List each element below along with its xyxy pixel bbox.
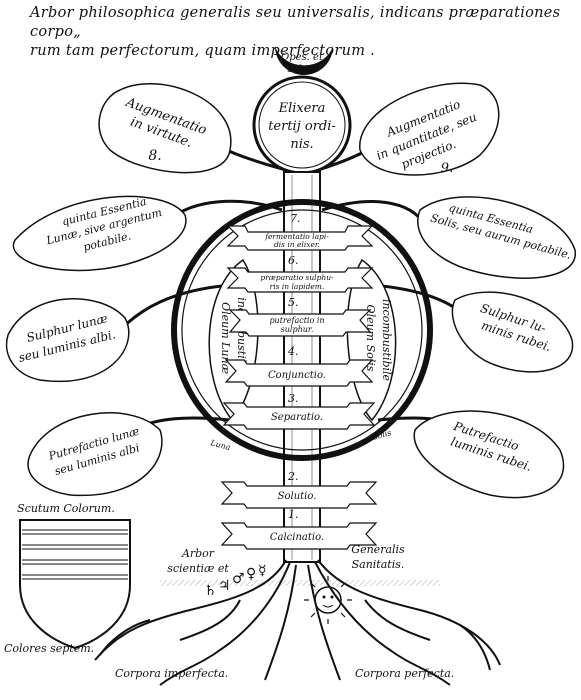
scroll-1-line-1: Calcinatio. bbox=[270, 532, 324, 543]
mercury-symbol: ☿ bbox=[258, 563, 267, 579]
scroll-6: 6. præparatio sulphu- ris in lapidem. bbox=[226, 254, 374, 293]
caption-line-1: Arbor philosophica generalis seu univers… bbox=[30, 5, 561, 40]
leaf-putrefactio-luminis-rubei: Putrefactio luminis rubei. bbox=[413, 410, 565, 499]
scroll-2-line-1: Solutio. bbox=[278, 491, 317, 502]
scutum-colorum-shield: Scutum Colorum. bbox=[17, 502, 131, 650]
crescent-moon: Opes. et salus. bbox=[275, 46, 333, 75]
leaf-sulphur-luminis-rubei: Sulphur lu- minis rubei. bbox=[451, 291, 574, 373]
crescent-line-2: salus. bbox=[287, 64, 316, 75]
scroll-6-line-1: præparatio sulphu- bbox=[260, 273, 334, 282]
scroll-4: 4. Conjunctio. bbox=[224, 345, 374, 387]
inner-leaf-left-line-1: Oleum Lunæ bbox=[219, 302, 232, 374]
elixir-medallion: Elixera tertij ordi- nis. bbox=[252, 75, 352, 175]
caption-line-2: rum tam perfectorum, quam imperfectorum … bbox=[30, 43, 376, 59]
leaf-augmentatio-virtute: Augmentatio in virtute. 8. bbox=[98, 82, 232, 174]
scroll-7-line-2: dis in elixer. bbox=[274, 240, 320, 249]
arbor-label-line-1: Arbor bbox=[181, 547, 215, 560]
corpora-imperfecta-label: Corpora imperfecta. bbox=[115, 667, 228, 680]
scroll-7-line-1: fermentatio lapi- bbox=[264, 232, 329, 241]
scroll-3: 3. Separatio. bbox=[222, 392, 376, 430]
medallion-line-1: Elixera bbox=[278, 101, 326, 116]
colores-septem-label: Colores septem. bbox=[4, 642, 94, 655]
scroll-5-line-2: sulphur. bbox=[281, 325, 314, 334]
leaf-putrefactio-lunae: Putrefactio lunæ seu luminis albi bbox=[27, 412, 163, 497]
engraving-caption: Arbor philosophica generalis seu univers… bbox=[30, 4, 570, 61]
scroll-5-line-1: putrefactio in bbox=[269, 316, 324, 325]
medallion-line-3: nis. bbox=[290, 137, 313, 152]
scroll-7-number: 7. bbox=[290, 212, 301, 225]
inner-leaf-right-line-2: incombustibile bbox=[380, 299, 393, 382]
crescent-line-1: Opes. et bbox=[281, 52, 324, 63]
scroll-3-number: 3. bbox=[288, 392, 299, 405]
corpora-perfecta-label: Corpora perfecta. bbox=[355, 667, 454, 680]
generalis-label-line-2: Sanitatis. bbox=[352, 558, 405, 571]
scroll-2: 2. Solutio. bbox=[220, 470, 378, 509]
inner-leaf-right-line-1: Oleum Solis bbox=[364, 305, 377, 372]
leaf-quinta-essentia-lunae: quinta Essentia Lunæ, sive argentum pota… bbox=[12, 195, 187, 272]
scroll-1-number: 1. bbox=[288, 508, 299, 521]
scroll-2-number: 2. bbox=[287, 470, 299, 483]
scroll-4-line-1: Conjunctio. bbox=[268, 370, 326, 381]
medallion-line-2: tertij ordi- bbox=[268, 119, 336, 134]
scroll-7: 7. fermentatio lapi- dis in elixer. bbox=[226, 212, 374, 251]
scroll-6-line-2: ris in lapidem. bbox=[270, 282, 325, 291]
trunk-labels: Arbor scientiæ et Generalis Sanitatis. bbox=[167, 543, 405, 575]
leaf-sulphur-lunae: Sulphur lunæ seu luminis albi. bbox=[5, 298, 130, 383]
scroll-6-number: 6. bbox=[288, 254, 299, 267]
bottom-labels: Colores septem. Corpora imperfecta. Corp… bbox=[4, 642, 454, 680]
leaf-quinta-essentia-solis: quinta Essentia Solis, seu aurum potabil… bbox=[417, 196, 576, 279]
scroll-5: 5. putrefactio in sulphur. bbox=[228, 296, 372, 337]
leaf-8-number: 8. bbox=[148, 148, 161, 164]
scroll-5-number: 5. bbox=[288, 296, 299, 309]
leaf-augmentatio-quantitate: Augmentatio in quantitate, seu projectio… bbox=[359, 82, 500, 176]
arbor-label-line-2: scientiæ et bbox=[167, 562, 229, 575]
venus-symbol: ♀ bbox=[246, 566, 256, 582]
leaf-9-number: 9. bbox=[441, 161, 453, 176]
scroll-1: 1. Calcinatio. bbox=[220, 508, 378, 550]
scroll-4-number: 4. bbox=[287, 345, 299, 358]
ground-hatching bbox=[160, 580, 440, 586]
generalis-label-line-1: Generalis bbox=[351, 543, 405, 556]
shield-label: Scutum Colorum. bbox=[17, 502, 115, 515]
ring-label-solis: Solis bbox=[371, 428, 392, 442]
scroll-3-line-1: Separatio. bbox=[271, 412, 323, 423]
saturn-symbol: ♄ bbox=[204, 583, 217, 599]
ring-label-luna: Luna bbox=[209, 438, 232, 452]
